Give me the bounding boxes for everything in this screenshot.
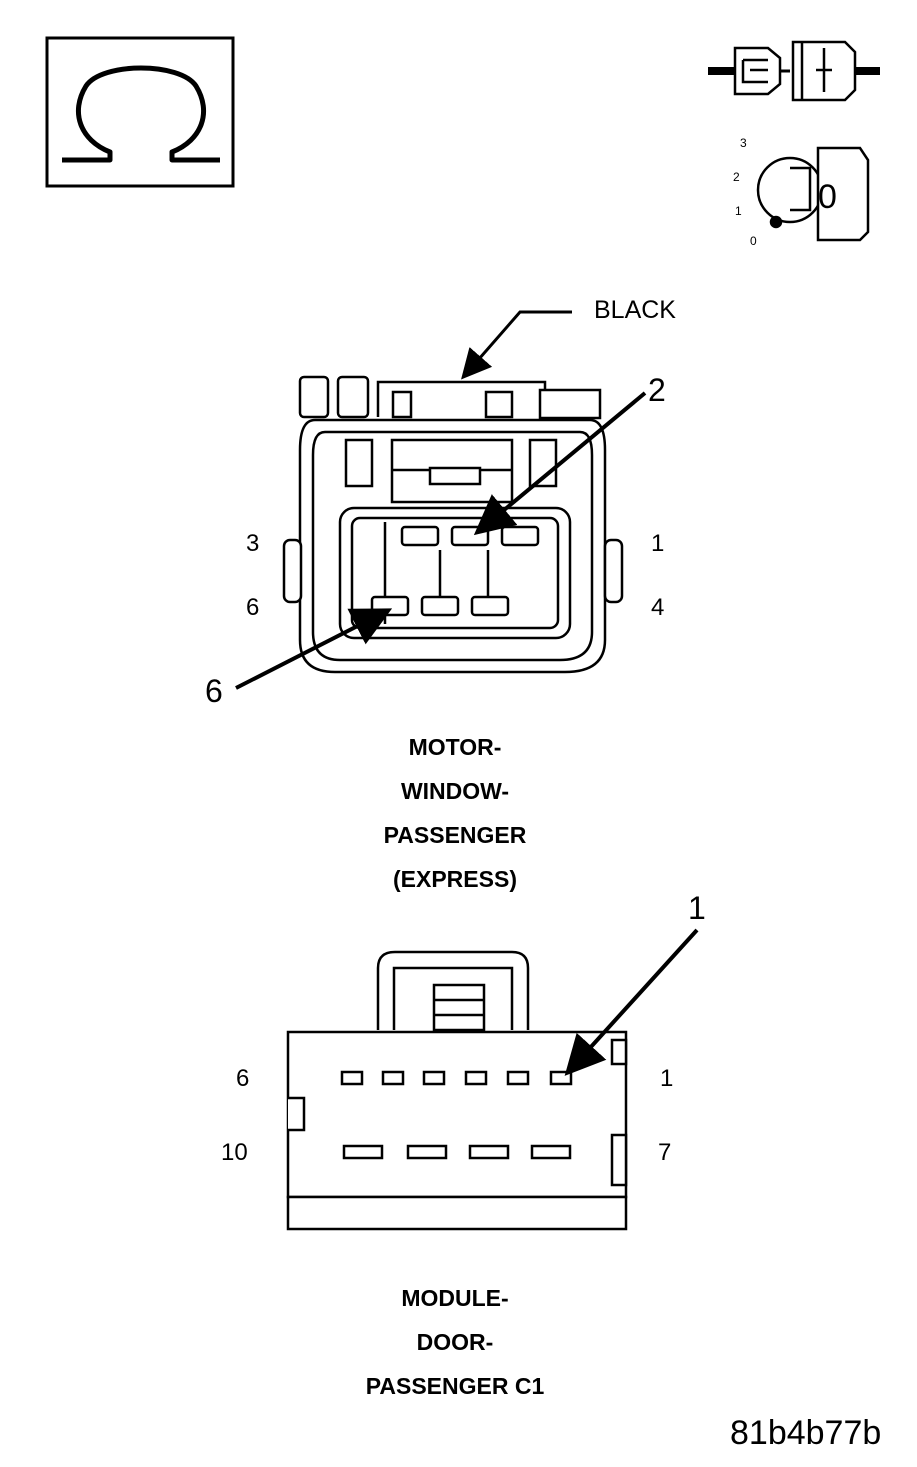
- pin-cavity: [500, 525, 540, 547]
- pin-label-top-left: 3: [246, 530, 260, 557]
- pin-cavity: [470, 595, 510, 617]
- pin-cavity: [422, 1070, 446, 1086]
- pin-label-bottom-right: 4: [651, 594, 665, 621]
- title-line: (EXPRESS): [393, 866, 517, 892]
- ohmmeter-icon: [45, 36, 235, 188]
- pin-label-top-right: 1: [651, 530, 665, 557]
- pin-label-top-left: 6: [236, 1065, 250, 1092]
- pin-cavity: [340, 1070, 364, 1086]
- pin-cavity: [406, 1144, 448, 1160]
- ignition-position-3: 3: [740, 136, 747, 150]
- pin-cavity: [530, 1144, 572, 1160]
- pin-cavity: [420, 595, 460, 617]
- title-line: PASSENGER C1: [365, 1373, 545, 1399]
- pin-label-top-right: 1: [660, 1065, 674, 1092]
- pin-cavity: [464, 1070, 488, 1086]
- pin-label-bottom-left: 10: [221, 1139, 248, 1166]
- connector-color-label: BLACK: [594, 296, 676, 324]
- pin-cavity: [342, 1144, 384, 1160]
- connector-disconnect-icon: [708, 40, 880, 102]
- pin-cavity: [506, 1070, 530, 1086]
- title-line: PASSENGER: [383, 822, 527, 848]
- title-line: DOOR-: [416, 1329, 494, 1355]
- connector-2-title: MODULE- DOOR- PASSENGER C1: [305, 1276, 605, 1408]
- title-line: WINDOW-: [400, 778, 510, 804]
- connector-1-body: [282, 375, 624, 674]
- callout-pin-1: 1: [688, 890, 706, 926]
- title-line: MOTOR-: [408, 734, 502, 760]
- title-line: MODULE-: [401, 1285, 509, 1311]
- pin-cavity: [468, 1144, 510, 1160]
- pin-label-bottom-left: 6: [246, 594, 260, 621]
- pin-cavity: [381, 1070, 405, 1086]
- callout-pin-6: 6: [205, 673, 223, 709]
- connector-1-title: MOTOR- WINDOW- PASSENGER (EXPRESS): [305, 725, 605, 901]
- connector-2-body: [286, 950, 628, 1231]
- pin-cavity: [370, 595, 410, 617]
- connector-2-leaders: [564, 928, 699, 1076]
- connector-1-leaders: [235, 310, 647, 690]
- pin-cavity: [400, 525, 440, 547]
- ignition-position-0: 0: [750, 234, 757, 248]
- ignition-key-label: 0: [818, 178, 837, 216]
- pin-label-bottom-right: 7: [658, 1139, 672, 1166]
- ignition-key-icon: [756, 146, 870, 242]
- connector-2-pins: [340, 1070, 573, 1160]
- connector-1-pins: [370, 525, 540, 617]
- ignition-position-1: 1: [735, 204, 742, 218]
- callout-pin-2: 2: [648, 372, 666, 408]
- figure-id: 81b4b77b: [730, 1414, 882, 1452]
- pin-cavity: [549, 1070, 573, 1086]
- ignition-position-2: 2: [733, 170, 740, 184]
